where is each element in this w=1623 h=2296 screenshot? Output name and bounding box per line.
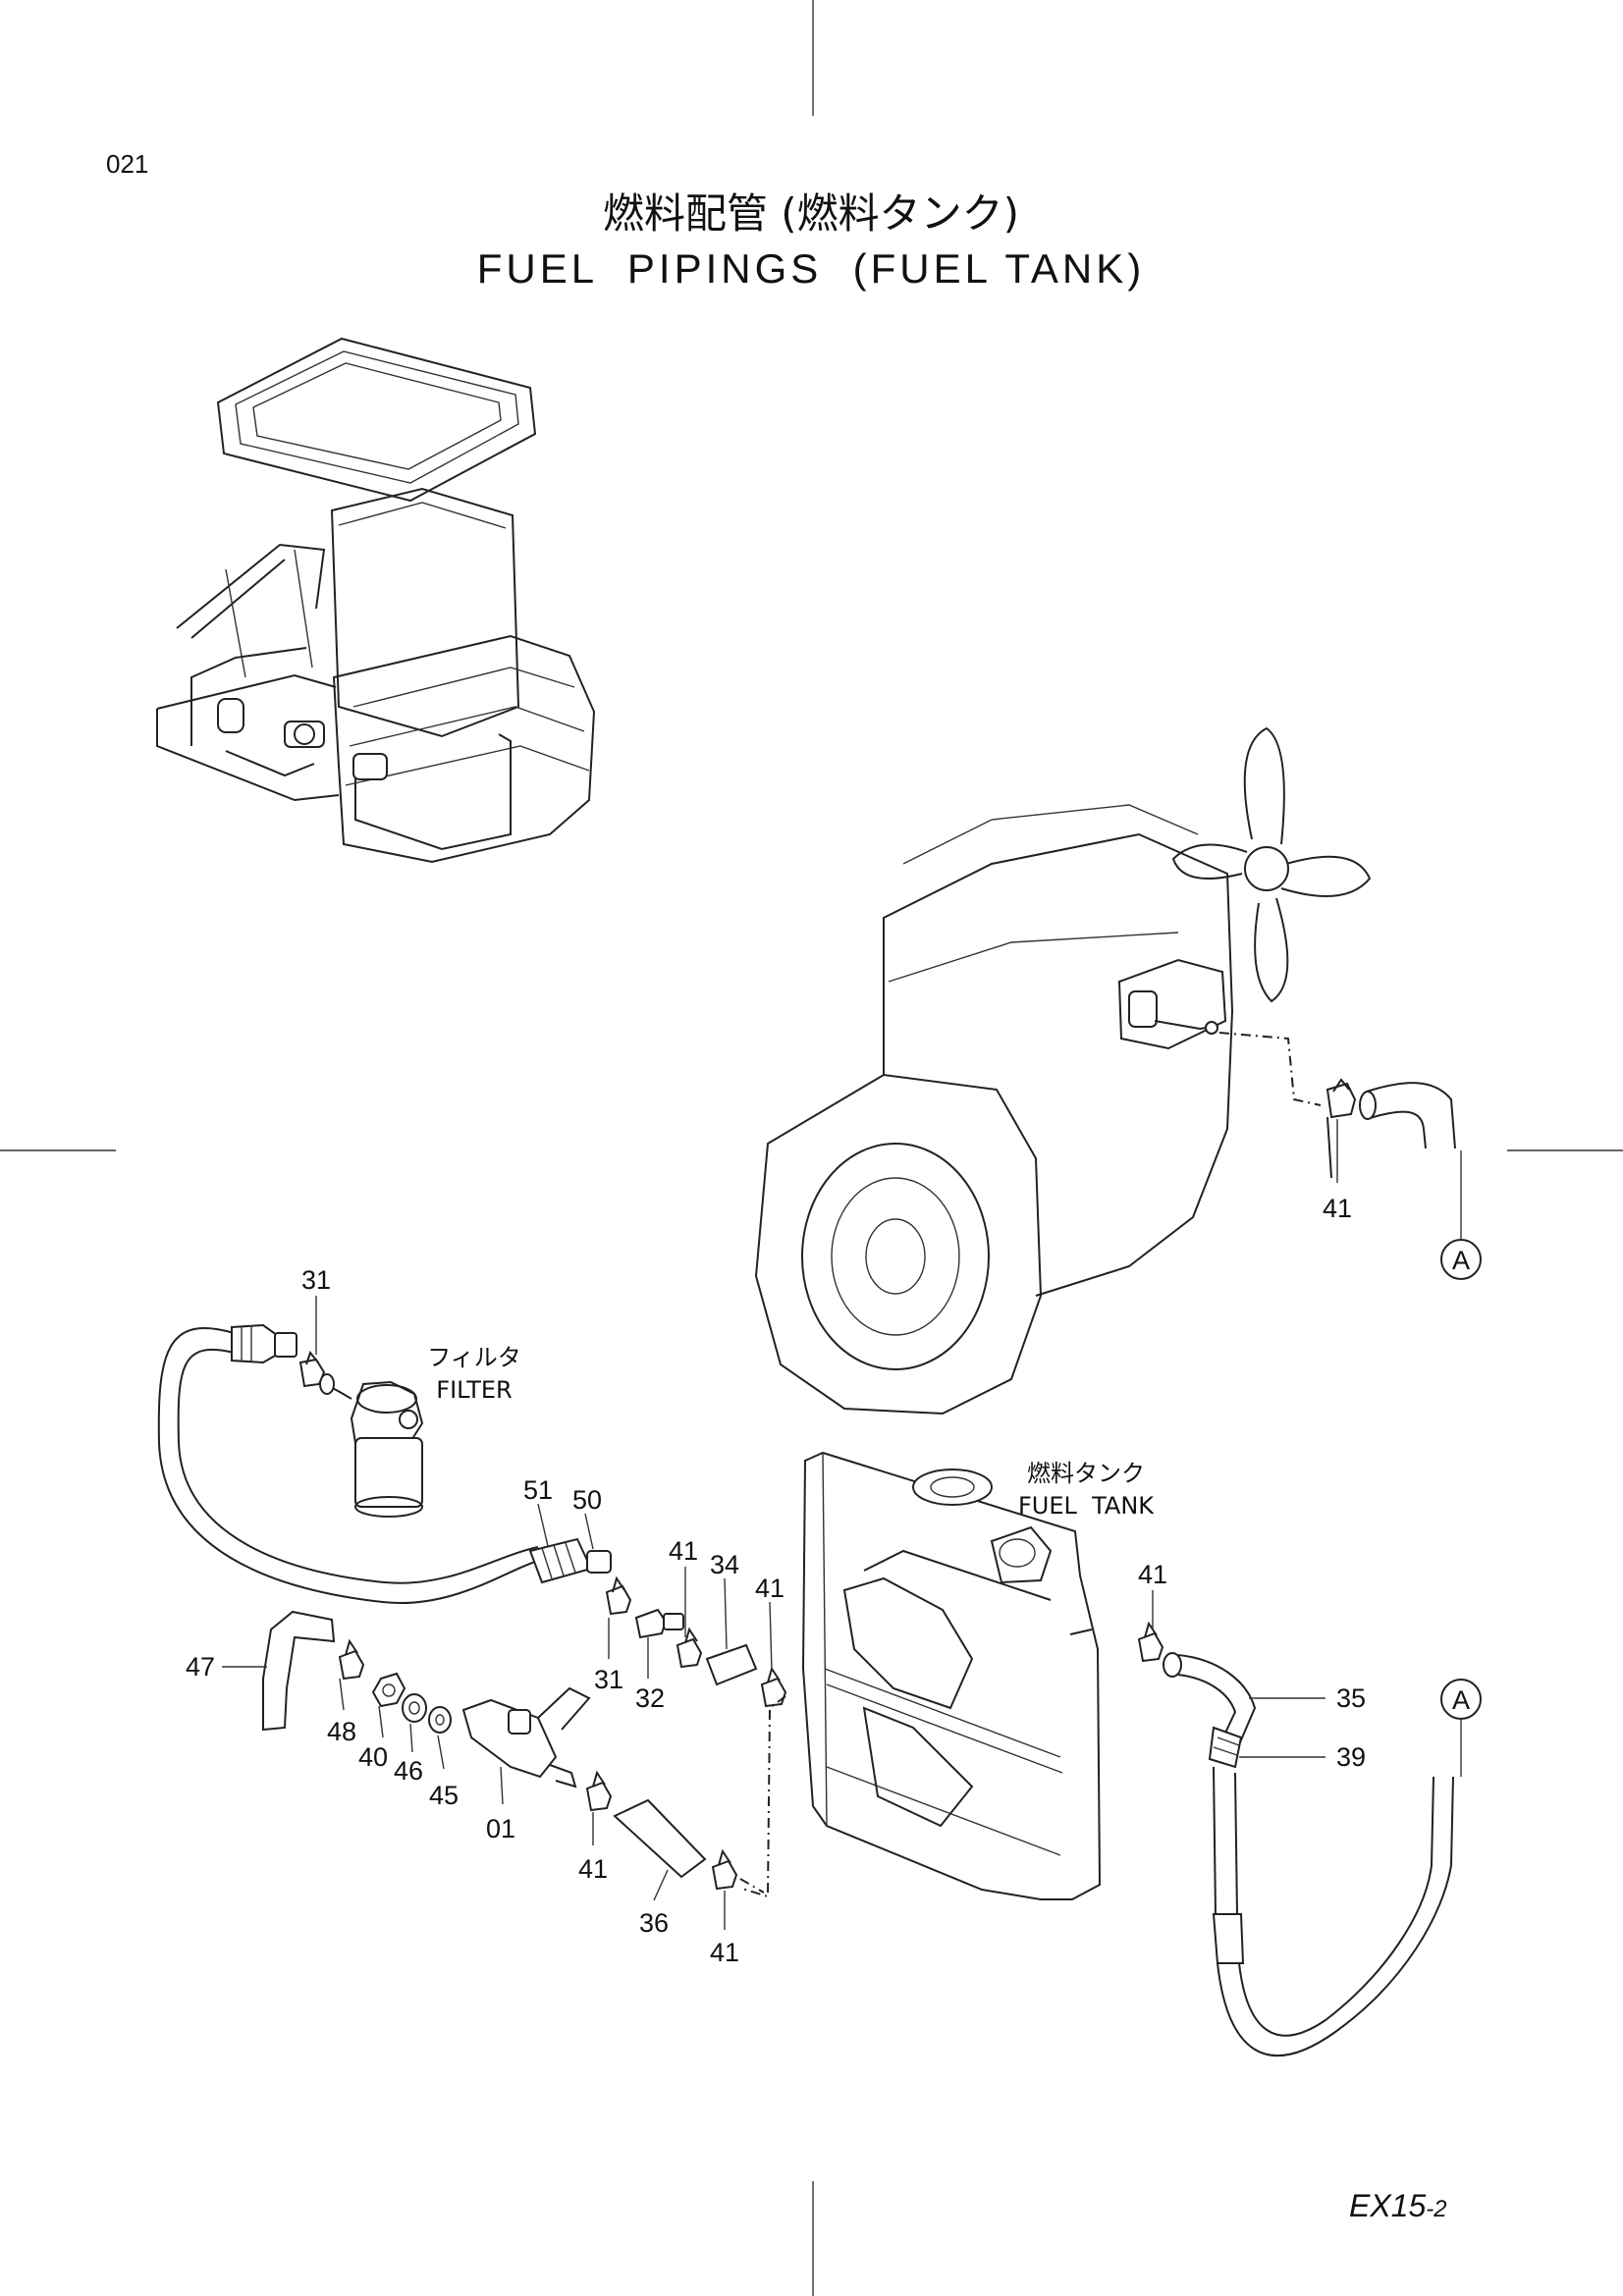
- filter-label-en: FILTER: [436, 1376, 512, 1404]
- part-callout-50: 50: [572, 1485, 602, 1515]
- fittings-row-illustration: [262, 1575, 787, 1898]
- connector-a-top-label: A: [1452, 1246, 1470, 1275]
- fuel-tank-label-en: FUEL TANK: [1018, 1492, 1155, 1520]
- engine-illustration: [754, 726, 1372, 1415]
- part-callout-41: 41: [755, 1574, 784, 1603]
- filter-label-jp: フィルタ: [427, 1344, 521, 1371]
- part-callouts: 41 31 51 50 41 34 41 41 47 48 40 46 45 0…: [186, 1194, 1366, 1967]
- model-code-suffix: -2: [1426, 2196, 1446, 2222]
- model-code: EX15-2: [1349, 2188, 1447, 2223]
- connector-a-right-circle: [1440, 1679, 1482, 1720]
- part-callout-01: 01: [486, 1814, 515, 1843]
- page-title-en: FUEL PIPINGS (FUEL TANK): [477, 245, 1145, 292]
- part-callout-32: 32: [635, 1683, 665, 1713]
- part-callout-40: 40: [358, 1742, 388, 1772]
- machine-overview-illustration: [156, 337, 596, 864]
- engine-return-hose-group: [1325, 1078, 1456, 1179]
- leader-lines: [222, 1119, 1462, 1930]
- part-callout-45: 45: [429, 1781, 459, 1810]
- fuel-filter-illustration: [319, 1373, 424, 1518]
- hose-51-illustration: [157, 1323, 612, 1605]
- part-callout-41: 41: [710, 1938, 739, 1967]
- part-callout-51: 51: [523, 1475, 553, 1505]
- part-callout-47: 47: [186, 1652, 215, 1682]
- part-callout-35: 35: [1336, 1683, 1366, 1713]
- part-callout-48: 48: [327, 1717, 356, 1746]
- part-callout-36: 36: [639, 1908, 669, 1938]
- connector-a-top-circle: [1440, 1239, 1482, 1280]
- connector-a-right-label: A: [1452, 1685, 1470, 1715]
- connector-a-top: A: [1440, 1239, 1482, 1280]
- fuel-tank-label-jp: 燃料タンク: [1027, 1460, 1145, 1487]
- part-callout-39: 39: [1336, 1742, 1366, 1772]
- part-callout-31: 31: [301, 1265, 331, 1295]
- tank-return-hose-group: [1137, 1621, 1454, 2057]
- part-callout-34: 34: [710, 1550, 739, 1579]
- part-callout-46: 46: [394, 1756, 423, 1786]
- model-code-main: EX15: [1349, 2188, 1426, 2223]
- part-callout-31: 31: [594, 1665, 623, 1694]
- part-callout-41: 41: [669, 1536, 698, 1566]
- part-callout-41: 41: [1138, 1560, 1167, 1589]
- part-callout-41: 41: [578, 1854, 608, 1884]
- page-title-jp: 燃料配管 (燃料タンク): [603, 189, 1019, 238]
- page-code: 021: [106, 149, 148, 179]
- fuel-tank-illustration: [801, 1451, 1102, 1900]
- connector-a-right: A: [1440, 1679, 1482, 1720]
- part-callout-41: 41: [1323, 1194, 1352, 1223]
